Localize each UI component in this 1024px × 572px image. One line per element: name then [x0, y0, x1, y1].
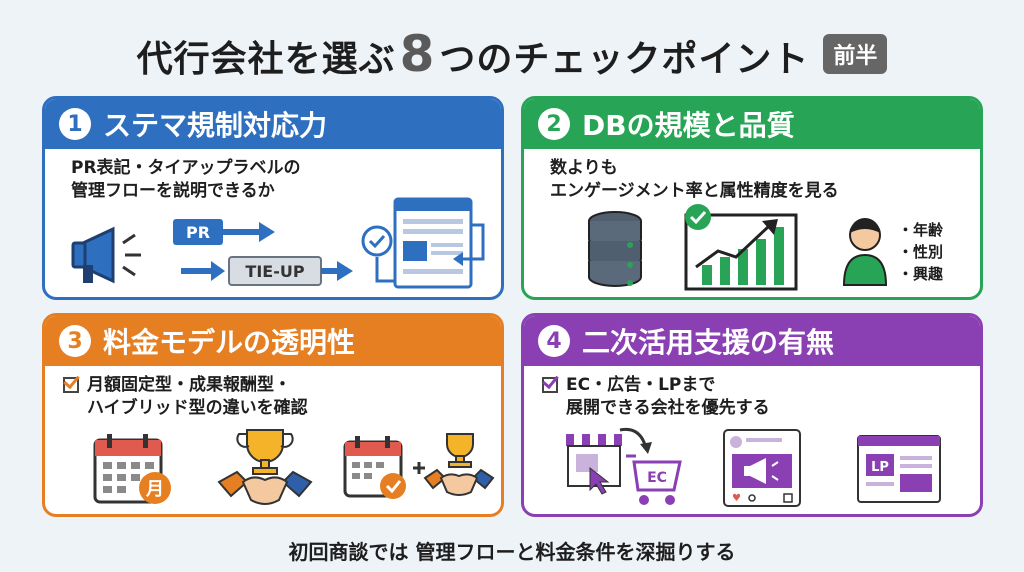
- checklist-item: 月額固定型・成果報酬型・: [63, 374, 489, 397]
- calendar-check-icon: [343, 436, 406, 499]
- card-database-quality: 2 DBの規模と品質 数よりも エンゲージメント率と属性精度を見る: [521, 96, 983, 300]
- card-line: 月額固定型・成果報酬型・: [87, 375, 291, 395]
- attribute-item: ・性別: [898, 243, 944, 261]
- attribute-item: ・興趣: [898, 265, 944, 283]
- card-header: 1 ステマ規制対応力: [45, 99, 501, 149]
- person-icon: [842, 218, 888, 286]
- card-secondary-use-support: 4 二次活用支援の有無 EC・広告・LPまで 展開できる会社を優先する EC: [521, 313, 983, 517]
- card-icons: 月: [45, 418, 501, 514]
- card-body: 数よりも エンゲージメント率と属性精度を見る: [524, 149, 980, 203]
- calendar-label: 月: [145, 479, 164, 500]
- store-cart-icon: EC: [566, 427, 682, 505]
- card-icons: EC ♥ LP: [524, 418, 980, 514]
- plus-icon: [413, 462, 425, 474]
- card-pricing-transparency: 3 料金モデルの透明性 月額固定型・成果報酬型・ ハイブリッド型の違いを確認 月: [42, 313, 504, 517]
- checklist-item: EC・広告・LPまで: [542, 374, 968, 397]
- card-title: ステマ規制対応力: [103, 109, 328, 142]
- card-stealth-marketing: 1 ステマ規制対応力 PR表記・タイアップラベルの 管理フローを説明できるか P…: [42, 96, 504, 300]
- title-pre: 代行会社を選ぶ: [136, 39, 396, 80]
- trophy-handshake-small-icon: [423, 433, 495, 496]
- attribute-item: ・年齢: [898, 221, 944, 239]
- card-body: 月額固定型・成果報酬型・ ハイブリッド型の違いを確認: [45, 366, 501, 420]
- card-body: PR表記・タイアップラベルの 管理フローを説明できるか: [45, 149, 501, 203]
- card-title: DBの規模と品質: [582, 109, 795, 142]
- megaphone-icon: [71, 226, 141, 284]
- trophy-handshake-icon: [217, 429, 313, 505]
- card-number: 1: [59, 108, 91, 140]
- card-line: ハイブリッド型の違いを確認: [87, 398, 308, 418]
- card-number: 2: [538, 108, 570, 140]
- card-header: 4 二次活用支援の有無: [524, 316, 980, 366]
- card-line: 展開できる会社を優先する: [566, 398, 770, 418]
- card-number: 4: [538, 325, 570, 357]
- title-badge: 前半: [823, 34, 888, 74]
- svg-text:♥: ♥: [732, 493, 741, 504]
- ec-label: EC: [647, 470, 667, 486]
- card-title: 二次活用支援の有無: [582, 326, 835, 359]
- lp-label: LP: [871, 460, 889, 475]
- document-flow-icon: [361, 197, 485, 289]
- growth-chart-icon: [684, 204, 798, 291]
- card-header: 3 料金モデルの透明性: [45, 316, 501, 366]
- calendar-icon: 月: [93, 434, 171, 504]
- card-body: EC・広告・LPまで 展開できる会社を優先する: [524, 366, 980, 420]
- card-icons: PR TIE-UP: [45, 197, 501, 297]
- card-icons: ・年齢 ・性別 ・興趣: [524, 201, 980, 297]
- social-ad-icon: ♥: [723, 429, 801, 507]
- card-line: 数よりも: [550, 158, 618, 178]
- card-line: PR表記・タイアップラベルの: [71, 158, 301, 178]
- card-line: 管理フローを説明できるか: [71, 181, 275, 201]
- card-header: 2 DBの規模と品質: [524, 99, 980, 149]
- card-line: エンゲージメント率と属性精度を見る: [550, 181, 839, 201]
- tag-pr-label: PR: [186, 223, 210, 242]
- card-title: 料金モデルの透明性: [103, 326, 356, 359]
- tag-arrows: PR TIE-UP: [173, 219, 353, 286]
- card-line: EC・広告・LPまで: [566, 375, 716, 395]
- footer-note: 初回商談では 管理フローと料金条件を深掘りする: [288, 540, 736, 564]
- attribute-list: ・年齢 ・性別 ・興趣: [898, 219, 943, 285]
- landing-page-icon: LP: [857, 435, 941, 503]
- title-post: つのチェックポイント: [439, 39, 810, 80]
- card-number: 3: [59, 325, 91, 357]
- title-number: 8: [399, 25, 436, 83]
- tag-tieup-label: TIE-UP: [245, 262, 304, 281]
- database-icon: [588, 211, 642, 287]
- checkbox-icon: [63, 377, 79, 393]
- checkbox-icon: [542, 377, 558, 393]
